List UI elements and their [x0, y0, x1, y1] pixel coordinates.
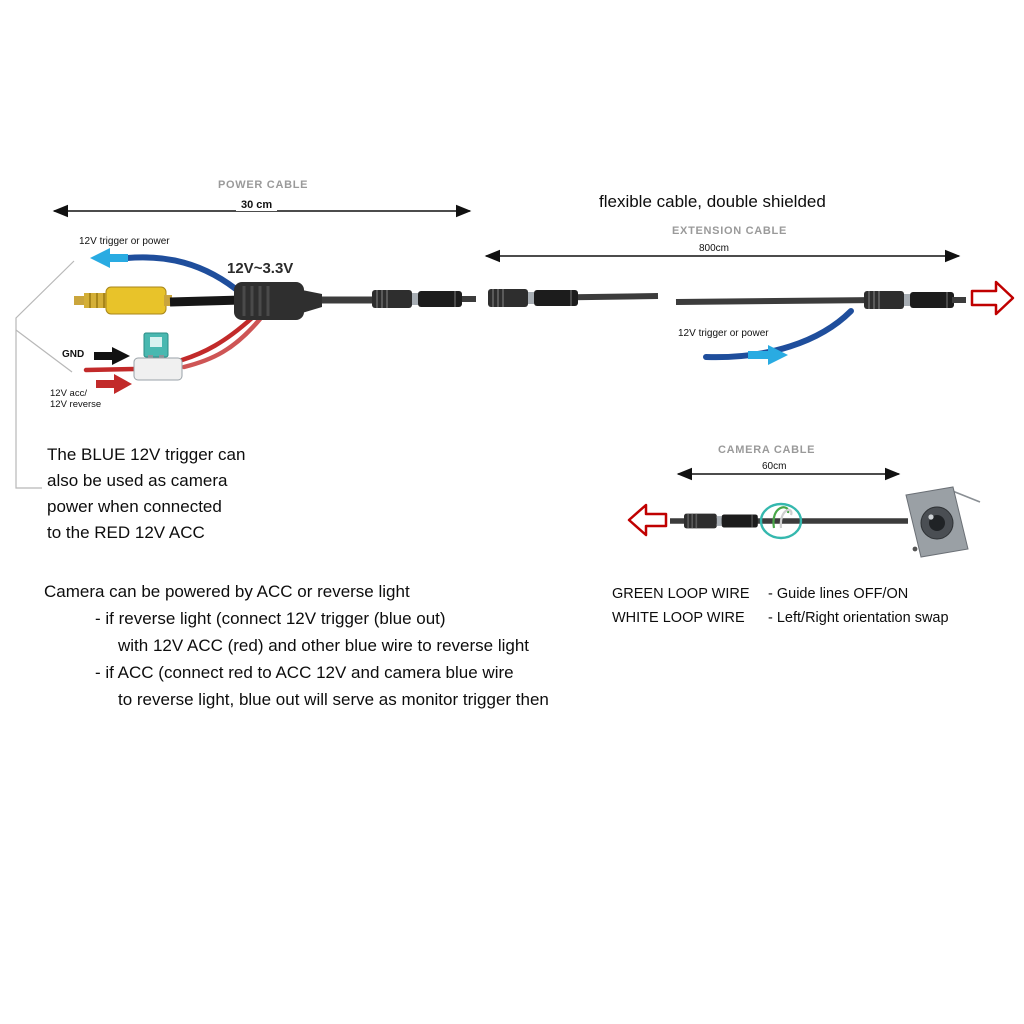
camera-end-arrow-icon	[627, 503, 668, 537]
guide-bracket-lines	[15, 260, 75, 489]
power-options-line: to reverse light, blue out will serve as…	[118, 690, 549, 709]
cyan-arrow-left-icon	[90, 248, 128, 268]
loop-wires	[759, 502, 803, 540]
cyan-arrow-right-icon	[748, 345, 788, 365]
power-options-line: Camera can be powered by ACC or reverse …	[44, 582, 410, 601]
power-cable-title: POWER CABLE	[218, 179, 309, 191]
legend-desc: - Left/Right orientation swap	[768, 610, 949, 626]
blue-trigger-note-line: power when connected	[47, 497, 222, 516]
legend-term: GREEN LOOP WIRE	[612, 586, 750, 602]
legend-term: WHITE LOOP WIRE	[612, 610, 745, 626]
red-acc-wires	[83, 315, 263, 373]
acc-red-arrow-icon	[96, 374, 132, 394]
extension-end-arrow-icon	[970, 280, 1015, 316]
trigger-label-extension: 12V trigger or power	[678, 328, 769, 339]
blue-trigger-note-line: The BLUE 12V trigger can	[47, 445, 246, 464]
voltage-label: 12V~3.3V	[227, 260, 294, 277]
power-options-line: - if reverse light (connect 12V trigger …	[95, 609, 446, 628]
extension-cable-segment-1	[487, 288, 659, 308]
legend-row: GREEN LOOP WIRE - Guide lines OFF/ON	[612, 582, 949, 606]
extension-cable-length: 800cm	[694, 243, 735, 254]
blue-trigger-note: The BLUE 12V trigger can also be used as…	[47, 442, 245, 546]
loop-wire-legend: GREEN LOOP WIRE - Guide lines OFF/ON WHIT…	[612, 582, 949, 630]
power-cable-length: 30 cm	[236, 199, 278, 211]
camera-unit	[905, 486, 981, 558]
rca-connector	[74, 286, 172, 315]
camera-cable-length: 60cm	[757, 461, 792, 472]
blue-trigger-note-line: to the RED 12V ACC	[47, 523, 205, 542]
flexible-cable-description: flexible cable, double shielded	[599, 192, 826, 211]
legend-row: WHITE LOOP WIRE - Left/Right orientation …	[612, 606, 949, 630]
trigger-label-power: 12V trigger or power	[79, 236, 170, 247]
acc-reverse-label: 12V acc/ 12V reverse	[50, 388, 102, 410]
gnd-label: GND	[62, 349, 85, 360]
extension-cable-segment-2	[675, 290, 966, 310]
camera-cable-title: CAMERA CABLE	[718, 444, 816, 456]
legend-desc: - Guide lines OFF/ON	[768, 586, 909, 602]
gnd-arrow-icon	[94, 347, 130, 365]
power-options-line: with 12V ACC (red) and other blue wire t…	[118, 636, 530, 655]
power-options-line: - if ACC (connect red to ACC 12V and cam…	[95, 663, 514, 682]
camera-cable-line	[670, 512, 908, 530]
molded-power-plug	[234, 282, 322, 320]
fuse-holder	[133, 332, 183, 381]
blue-trigger-note-line: also be used as camera	[47, 471, 228, 490]
dc-connector-pair-power	[371, 289, 463, 309]
blue-trigger-wire-extension	[703, 308, 854, 365]
extension-cable-title: EXTENSION CABLE	[672, 225, 788, 237]
power-options-note: Camera can be powered by ACC or reverse …	[44, 578, 549, 713]
blue-trigger-wire-power	[90, 248, 245, 297]
